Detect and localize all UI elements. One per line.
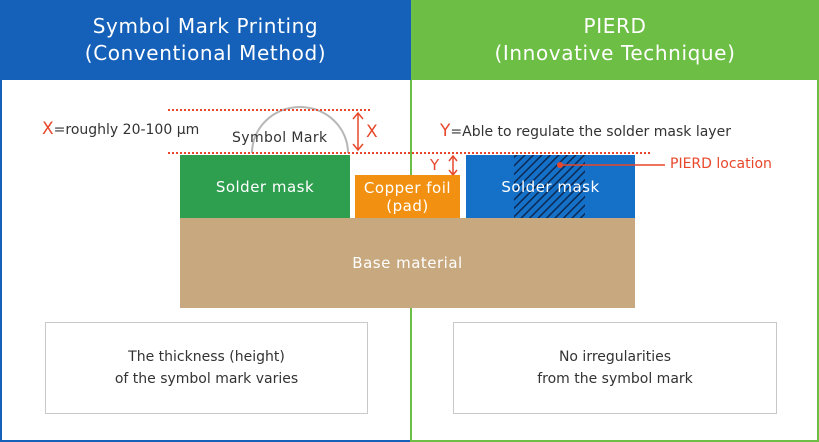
copper-foil-label: Copper foil [363, 178, 452, 197]
pierd-caption-box: No irregularities from the symbol mark [453, 322, 777, 414]
symbol-mark-arc [251, 106, 349, 154]
y-note: Y=Able to regulate the solder mask layer [440, 121, 731, 141]
pierd-location-label: PIERD location [670, 156, 772, 172]
pierd-caption: No irregularities from the symbol mark [537, 349, 693, 387]
conventional-caption-box: The thickness (height) of the symbol mar… [45, 322, 368, 414]
copper-foil: Copper foil (pad) [355, 175, 460, 218]
conventional-caption: The thickness (height) of the symbol mar… [114, 349, 299, 387]
base-material: Base material [180, 218, 635, 308]
x-label: X [42, 119, 54, 139]
pierd-title: PIERD [583, 14, 647, 38]
symbol-mark-label: Symbol Mark [232, 130, 328, 146]
solder-mask-left-label: Solder mask [215, 177, 315, 196]
x-marker-label: X [366, 122, 378, 142]
pierd-pointer-dot [557, 162, 563, 168]
y-arrow-icon [448, 154, 458, 177]
y-label: Y [440, 121, 451, 141]
conventional-header: Symbol Mark Printing (Conventional Metho… [0, 0, 411, 80]
x-arrow-icon [352, 111, 364, 152]
conventional-title: Symbol Mark Printing [92, 14, 319, 38]
copper-foil-pad-label: (pad) [386, 196, 429, 215]
solder-mask-right-label: Solder mask [501, 177, 600, 196]
base-material-label: Base material [352, 254, 463, 272]
x-description: =roughly 20-100 µm [53, 122, 200, 138]
solder-mask-right: Solder mask [466, 155, 635, 218]
pierd-subtitle: (Innovative Technique) [494, 41, 736, 65]
y-description: =Able to regulate the solder mask layer [450, 124, 731, 140]
solder-mask-left: Solder mask [180, 155, 350, 218]
conventional-subtitle: (Conventional Method) [84, 41, 327, 65]
x-note: X=roughly 20-100 µm [42, 119, 199, 139]
pierd-header: PIERD (Innovative Technique) [411, 0, 819, 80]
y-marker-label: Y [430, 156, 440, 174]
